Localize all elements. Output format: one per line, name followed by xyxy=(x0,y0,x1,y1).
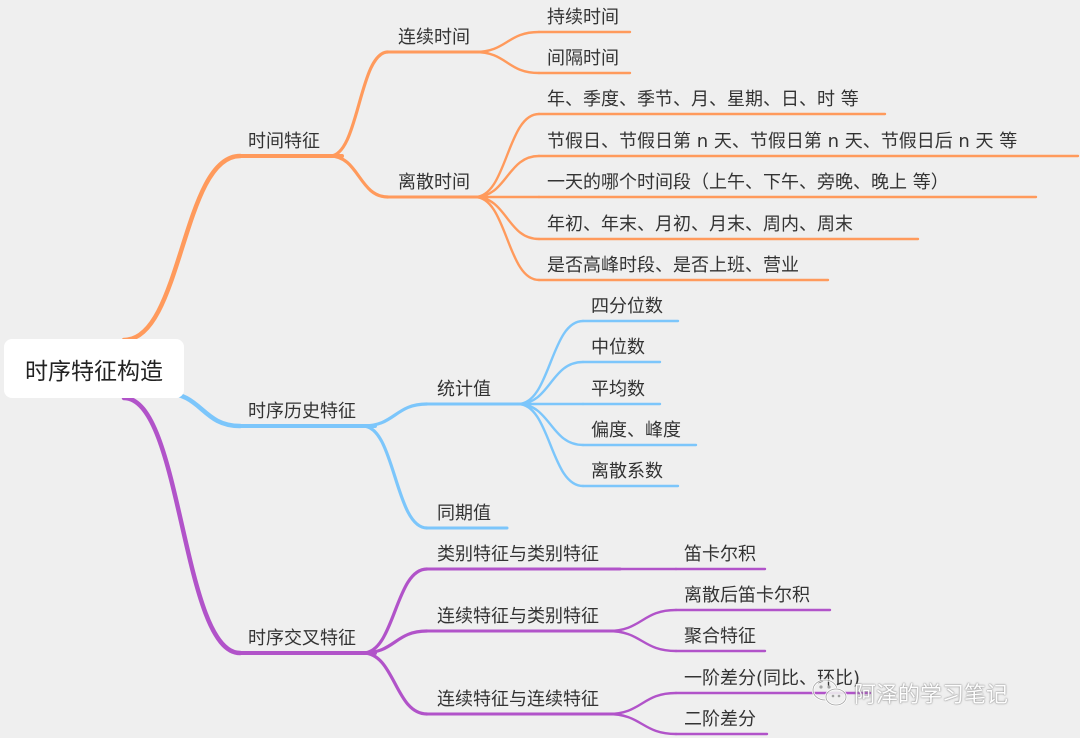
node-time-0-connector xyxy=(328,50,390,158)
node-cross-2-label[interactable]: 连续特征与连续特征 xyxy=(437,689,599,710)
node-history-1-label[interactable]: 同期值 xyxy=(437,503,491,524)
leaf-history-0-0-label[interactable]: 四分位数 xyxy=(591,296,663,317)
watermark-text: 阿泽的学习笔记 xyxy=(854,683,1009,708)
leaf-time-1-2-label[interactable]: 一天的哪个时间段（上午、下午、旁晚、晚上 等） xyxy=(547,172,949,193)
node-time-1-connector xyxy=(328,154,390,199)
leaf-cross-2-0-connector xyxy=(606,691,678,716)
leaf-cross-2-1-connector xyxy=(606,712,678,736)
leaf-time-1-3-connector xyxy=(473,195,541,241)
leaf-time-1-4-connector xyxy=(473,195,541,282)
root-node[interactable]: 时序特征构造 xyxy=(4,339,184,398)
wechat-icon xyxy=(811,678,848,707)
node-cross-0-connector xyxy=(361,567,429,655)
branch-time-connector xyxy=(121,153,243,343)
leaf-time-1-0-label[interactable]: 年、季度、季节、月、星期、日、时 等 xyxy=(547,89,859,110)
node-cross-0-label[interactable]: 类别特征与类别特征 xyxy=(437,544,599,565)
branch-cross-connector xyxy=(121,395,243,656)
node-cross-1-label[interactable]: 连续特征与类别特征 xyxy=(437,606,599,627)
leaf-time-1-3-label[interactable]: 年初、年末、月初、月末、周内、周末 xyxy=(547,214,853,235)
node-history-0-connector xyxy=(361,402,429,428)
node-history-0-label[interactable]: 统计值 xyxy=(437,379,491,400)
leaf-time-1-1-connector xyxy=(473,154,541,199)
leaf-time-1-1-label[interactable]: 节假日、节假日第 n 天、节假日第 n 天、节假日后 n 天 等 xyxy=(547,131,1018,152)
leaf-history-0-1-label[interactable]: 中位数 xyxy=(591,337,645,358)
leaf-time-0-1-label[interactable]: 间隔时间 xyxy=(547,48,619,69)
leaf-time-0-1-connector xyxy=(473,50,541,75)
leaf-cross-1-1-label[interactable]: 聚合特征 xyxy=(684,626,756,647)
leaf-cross-2-1-label[interactable]: 二阶差分 xyxy=(684,709,756,730)
node-history-1-connector xyxy=(361,424,429,530)
branch-history-label[interactable]: 时序历史特征 xyxy=(248,401,356,422)
leaf-time-0-0-connector xyxy=(473,30,541,54)
leaf-time-1-0-connector xyxy=(473,112,541,199)
root-label: 时序特征构造 xyxy=(25,358,163,385)
leaf-cross-1-1-connector xyxy=(606,629,678,653)
leaf-time-0-0-label[interactable]: 持续时间 xyxy=(547,7,619,28)
node-cross-1-connector xyxy=(361,629,429,655)
leaf-history-0-1-connector xyxy=(516,360,585,406)
leaf-history-0-2-label[interactable]: 平均数 xyxy=(591,379,645,400)
leaf-cross-1-0-label[interactable]: 离散后笛卡尔积 xyxy=(684,585,810,606)
leaf-history-0-0-connector xyxy=(516,319,585,406)
leaf-history-0-3-label[interactable]: 偏度、峰度 xyxy=(591,420,681,441)
leaf-history-0-3-connector xyxy=(516,402,585,447)
node-time-1-label[interactable]: 离散时间 xyxy=(398,172,470,193)
leaf-history-0-4-connector xyxy=(516,402,585,488)
watermark: 阿泽的学习笔记 xyxy=(810,676,1008,710)
leaf-cross-0-0-label[interactable]: 笛卡尔积 xyxy=(684,544,756,565)
node-time-0-label[interactable]: 连续时间 xyxy=(398,27,470,48)
leaf-time-1-4-label[interactable]: 是否高峰时段、是否上班、营业 xyxy=(547,255,799,276)
branch-cross-label[interactable]: 时序交叉特征 xyxy=(248,628,356,649)
leaf-cross-1-0-connector xyxy=(606,608,678,633)
node-cross-2-connector xyxy=(361,651,429,716)
leaf-history-0-4-label[interactable]: 离散系数 xyxy=(591,461,663,482)
branch-time-label[interactable]: 时间特征 xyxy=(248,131,320,152)
